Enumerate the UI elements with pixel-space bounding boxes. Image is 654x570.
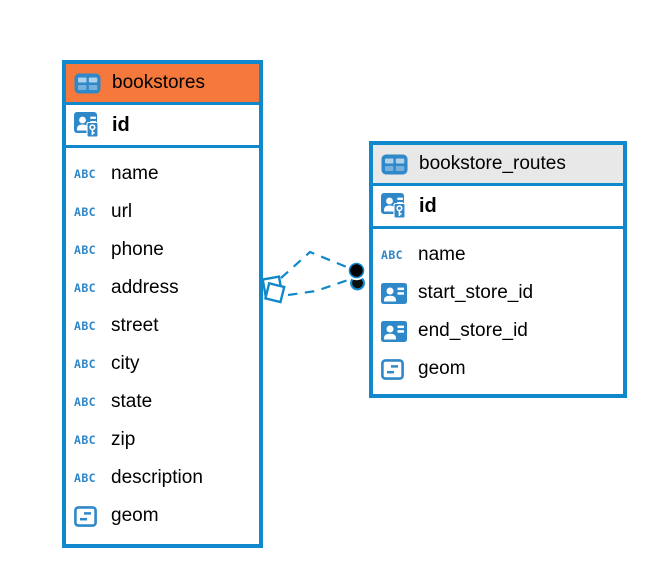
table-icon [381, 154, 410, 175]
column-name: id [419, 194, 437, 217]
column-name: street [111, 315, 159, 336]
column-name: state [111, 391, 153, 412]
table-name: bookstores [112, 72, 205, 93]
column-row-state[interactable]: ABC state [66, 383, 259, 421]
relationship-diamond-marker-front[interactable] [263, 281, 286, 304]
text-type-icon: ABC [74, 395, 96, 409]
column-row-id[interactable]: id [373, 186, 623, 229]
reference-type-icon [381, 321, 410, 342]
primary-key-icon [381, 193, 410, 219]
column-row-city[interactable]: ABC city [66, 345, 259, 383]
text-type-icon: ABC [74, 319, 96, 333]
column-name: address [111, 277, 179, 298]
text-type-icon: ABC [74, 281, 96, 295]
column-name: description [111, 467, 203, 488]
column-row-address[interactable]: ABC address [66, 269, 259, 307]
column-row-id[interactable]: id [66, 105, 259, 148]
column-row-url[interactable]: ABC url [66, 193, 259, 231]
column-name: phone [111, 239, 164, 260]
geometry-type-icon [381, 359, 410, 380]
column-name: id [112, 113, 130, 136]
column-row-start-store-id[interactable]: start_store_id [373, 274, 623, 312]
column-row-geom[interactable]: geom [373, 350, 623, 388]
table-bookstore-routes-header[interactable]: bookstore_routes [373, 145, 623, 186]
text-type-icon: ABC [381, 248, 403, 262]
column-row-zip[interactable]: ABC zip [66, 421, 259, 459]
relationship-dot-marker-front[interactable] [348, 262, 365, 279]
column-name: start_store_id [418, 282, 534, 303]
table-bookstores[interactable]: bookstores id ABC name ABC url ABC phone… [62, 60, 263, 548]
primary-key-icon [74, 112, 103, 138]
column-list: ABC name ABC url ABC phone ABC address A… [66, 148, 259, 541]
column-name: name [418, 244, 466, 265]
table-name: bookstore_routes [419, 153, 566, 174]
column-name: city [111, 353, 140, 374]
text-type-icon: ABC [74, 433, 96, 447]
reference-type-icon [381, 283, 410, 304]
column-row-name[interactable]: ABC name [66, 155, 259, 193]
text-type-icon: ABC [74, 357, 96, 371]
column-row-name[interactable]: ABC name [373, 236, 623, 274]
column-name: geom [111, 505, 159, 526]
text-type-icon: ABC [74, 167, 96, 181]
column-name: zip [111, 429, 136, 450]
geometry-type-icon [74, 506, 103, 527]
column-name: url [111, 201, 133, 222]
table-icon [74, 73, 103, 94]
column-row-end-store-id[interactable]: end_store_id [373, 312, 623, 350]
text-type-icon: ABC [74, 471, 96, 485]
table-bookstore-routes[interactable]: bookstore_routes id ABC name start_store… [369, 141, 627, 398]
column-name: geom [418, 358, 466, 379]
column-name: name [111, 163, 159, 184]
column-row-geom[interactable]: geom [66, 497, 259, 535]
text-type-icon: ABC [74, 205, 96, 219]
text-type-icon: ABC [74, 243, 96, 257]
column-list: ABC name start_store_id end_store_id ge [373, 229, 623, 394]
relationship-line-upper[interactable] [280, 250, 350, 279]
column-row-description[interactable]: ABC description [66, 459, 259, 497]
relationship-line-lower[interactable] [287, 278, 349, 297]
table-bookstores-header[interactable]: bookstores [66, 64, 259, 105]
column-row-street[interactable]: ABC street [66, 307, 259, 345]
column-name: end_store_id [418, 320, 528, 341]
column-row-phone[interactable]: ABC phone [66, 231, 259, 269]
